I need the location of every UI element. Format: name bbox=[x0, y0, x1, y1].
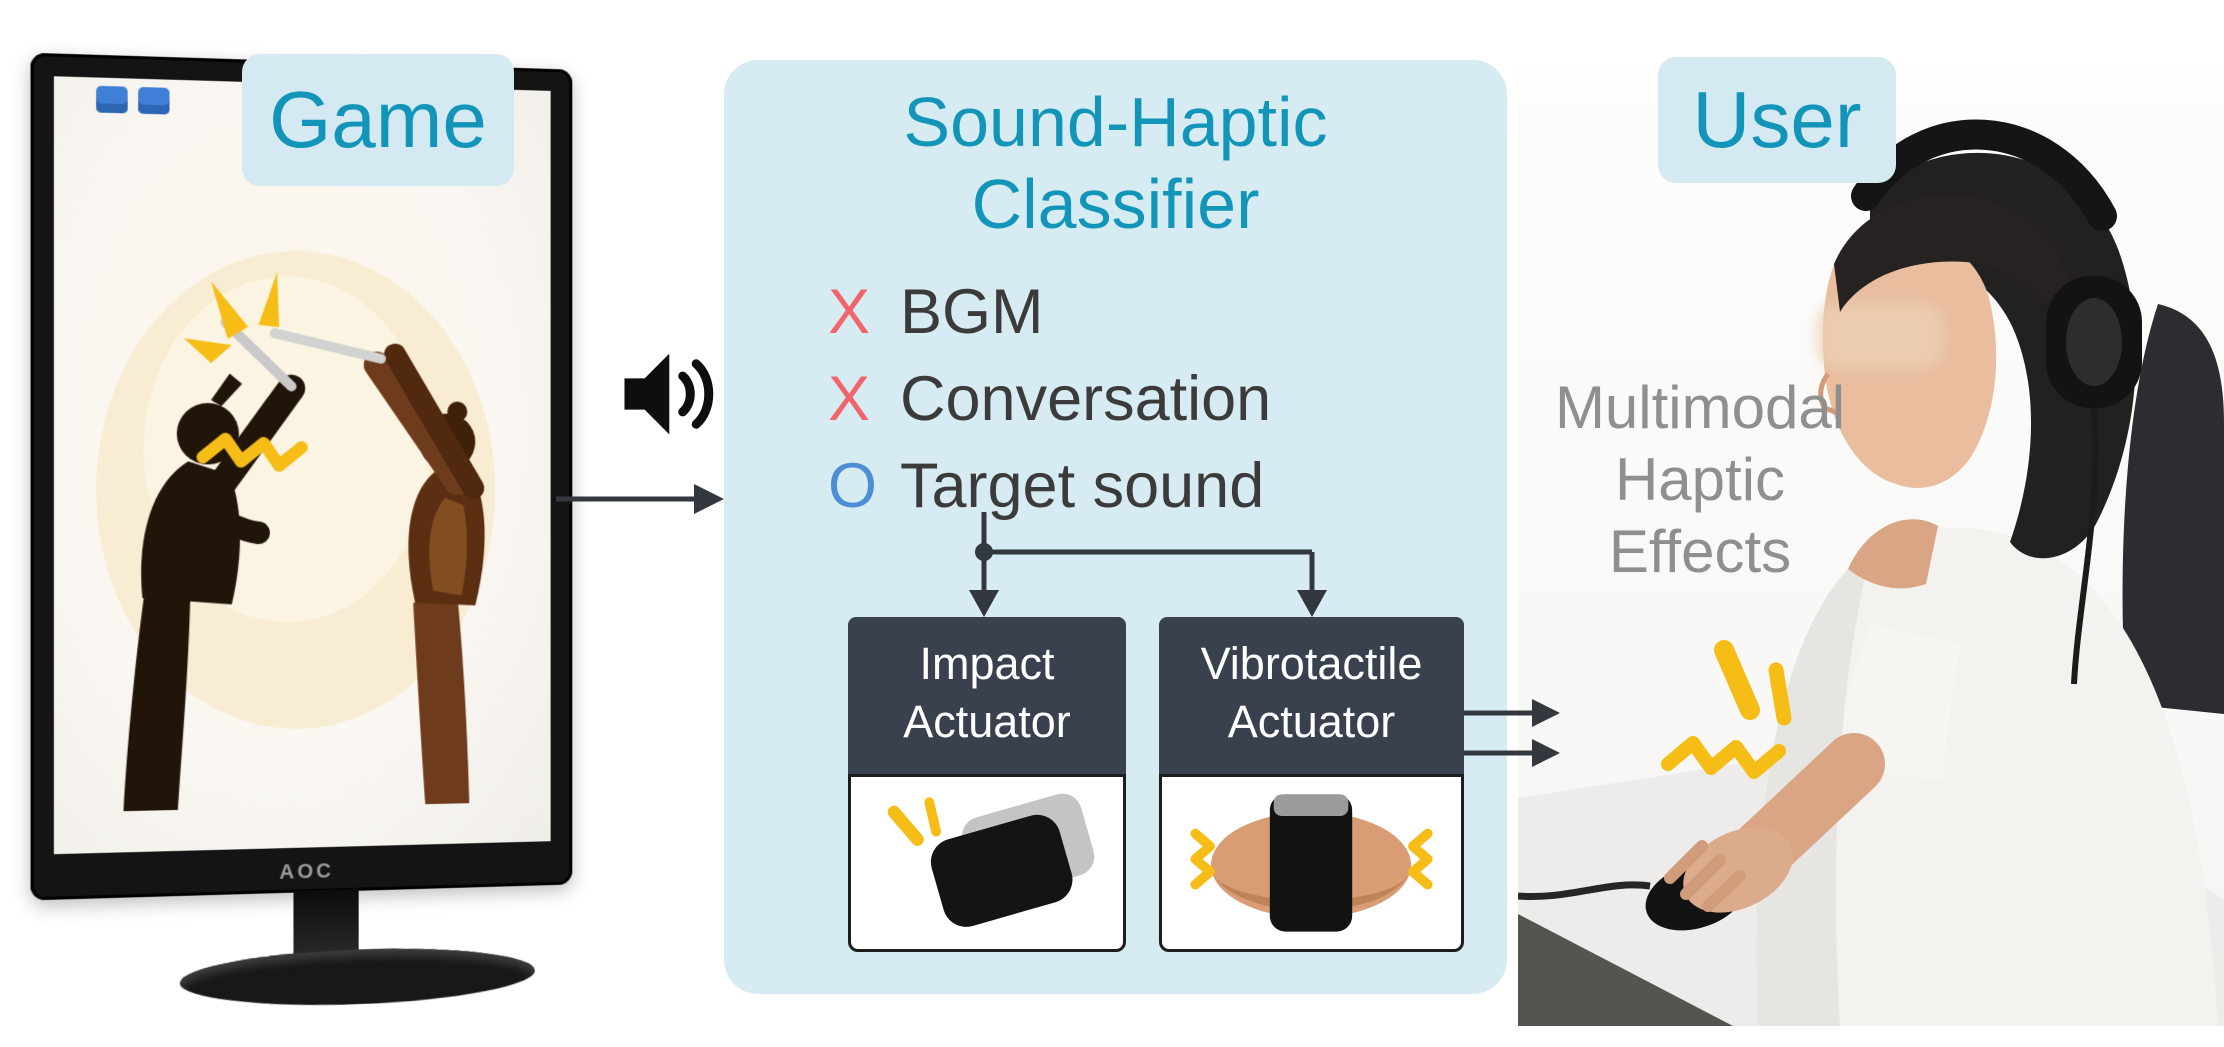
haptic-spark-icon bbox=[1661, 640, 1792, 779]
accept-mark: O bbox=[828, 450, 878, 521]
classifier-item-list: X BGM X Conversation O Target sound bbox=[828, 268, 1271, 529]
screen-ui-icons bbox=[96, 85, 170, 115]
person-arm bbox=[1664, 624, 1960, 913]
classifier-title: Sound-Haptic Classifier bbox=[903, 83, 1328, 243]
office-chair bbox=[2122, 304, 2224, 714]
screen-ui-icon bbox=[138, 86, 170, 115]
classifier-item-conversation: X Conversation bbox=[828, 355, 1271, 442]
fighter-left bbox=[123, 321, 291, 812]
impact-actuator-label: Impact Actuator bbox=[848, 617, 1126, 774]
monitor-bezel: AOC bbox=[30, 52, 573, 901]
sound-haptic-classifier-panel: Sound-Haptic Classifier X BGM X Conversa… bbox=[724, 60, 1507, 994]
game-scene bbox=[96, 247, 551, 812]
screen-ui-icon bbox=[96, 85, 128, 114]
classifier-item-bgm: X BGM bbox=[828, 268, 1271, 355]
impact-actuator-image bbox=[848, 774, 1126, 952]
classifier-item-label: Conversation bbox=[900, 363, 1272, 434]
person-hair-front bbox=[1834, 194, 2080, 364]
monitor-screen bbox=[53, 76, 551, 855]
classifier-item-target-sound: O Target sound bbox=[828, 442, 1271, 529]
impact-actuator-box: Impact Actuator bbox=[848, 617, 1126, 952]
monitor-stand-base bbox=[179, 943, 535, 1011]
speaker-icon bbox=[624, 353, 714, 435]
classifier-item-label: BGM bbox=[900, 276, 1044, 347]
game-monitor: AOC bbox=[30, 52, 573, 1022]
vibrotactile-actuator-box: Vibrotactile Actuator bbox=[1159, 617, 1464, 952]
multimodal-haptic-effects-text: Multimodal Haptic Effects bbox=[1554, 374, 1846, 585]
game-label-chip: Game bbox=[242, 54, 514, 186]
vibrotactile-actuator-image bbox=[1159, 774, 1464, 952]
person-neck bbox=[1848, 519, 1938, 589]
user-photo bbox=[1518, 64, 2224, 1026]
monitor-brand-logo: AOC bbox=[279, 860, 334, 884]
reject-mark: X bbox=[828, 363, 871, 434]
vibration-zigzag-icon bbox=[1190, 828, 1433, 890]
impact-spark-icon bbox=[887, 797, 942, 846]
user-label-chip: User bbox=[1658, 57, 1896, 183]
reject-mark: X bbox=[828, 276, 871, 347]
clash-spark-icon bbox=[184, 271, 302, 466]
fighter-right bbox=[275, 333, 485, 805]
classifier-item-label: Target sound bbox=[900, 450, 1265, 521]
game-label: Game bbox=[269, 75, 487, 164]
person-face bbox=[1818, 233, 1997, 488]
vibrotactile-actuator-label: Vibrotactile Actuator bbox=[1159, 617, 1464, 774]
user-label: User bbox=[1692, 75, 1862, 164]
